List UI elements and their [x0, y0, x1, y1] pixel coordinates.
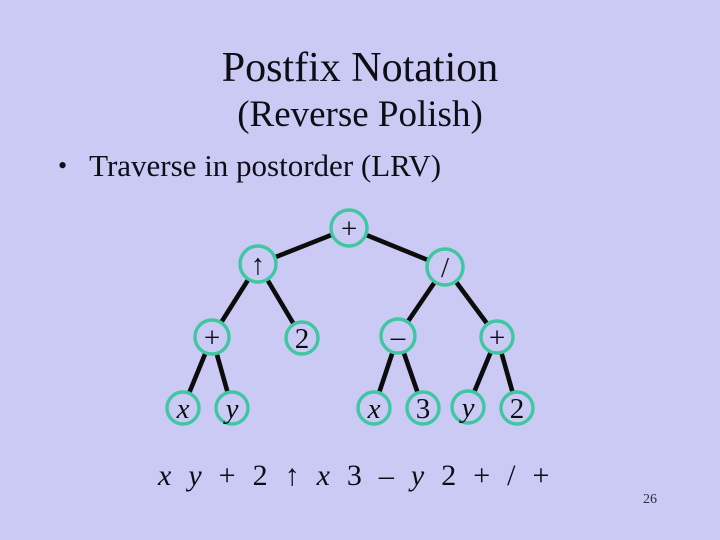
tree-node-circle-div — [425, 247, 465, 287]
tree-node-label-x2: x — [367, 393, 381, 425]
tree-node-label-twoL: 2 — [295, 323, 310, 355]
bullet-text: Traverse in postorder (LRV) — [89, 148, 442, 183]
tree-node-circle-exp — [238, 244, 278, 284]
tree-node-circle-y1 — [214, 390, 250, 426]
expression-token-11: / — [507, 459, 516, 492]
expression-token-8: y — [410, 459, 425, 492]
expression-token-3: 2 — [252, 459, 268, 492]
tree-node-label-plusR: + — [489, 322, 505, 354]
expression-token-10: + — [473, 459, 491, 492]
tree-node-label-three: 3 — [416, 393, 431, 425]
tree-node-label-y2: y — [459, 392, 475, 424]
tree-node-label-exp: ↑ — [251, 249, 266, 281]
slide-title: Postfix Notation — [221, 45, 499, 91]
tree-node-circle-twoR — [499, 390, 535, 426]
expression-token-2: + — [218, 459, 236, 492]
expression-token-4: ↑ — [284, 459, 300, 492]
tree-node-label-twoR: 2 — [510, 393, 525, 425]
expression-token-1: y — [188, 459, 202, 492]
bullet-line: • Traverse in postorder (LRV) — [58, 148, 442, 183]
expression-token-12: + — [532, 459, 550, 492]
tree-node-circle-minus — [379, 317, 417, 355]
bullet-icon: • — [58, 151, 68, 180]
tree-node-label-root: + — [341, 213, 357, 245]
expression-token-5: x — [316, 459, 330, 492]
tree-node-label-plusL: + — [204, 322, 220, 354]
tree-node-label-x1: x — [176, 393, 190, 425]
tree-node-circle-twoL — [284, 320, 320, 356]
tree-node-label-div: / — [441, 252, 450, 284]
tree-node-circle-root — [329, 208, 369, 248]
tree-node-circle-y2 — [450, 389, 486, 425]
tree-node-circle-plusR — [479, 319, 515, 355]
expression-token-7: – — [378, 459, 394, 492]
tree-node-circle-x1 — [165, 390, 201, 426]
tree-node-label-minus: – — [390, 321, 406, 353]
tree-node-label-y1: y — [223, 393, 239, 425]
expression-token-0: x — [158, 459, 172, 492]
expression-token-9: 2 — [441, 459, 457, 492]
slide-subtitle: (Reverse Polish) — [237, 94, 483, 135]
tree-node-circle-plusL — [193, 318, 231, 356]
tree-node-circle-three — [405, 390, 441, 426]
expression-token-6: 3 — [346, 459, 362, 492]
tree-node-circle-x2 — [356, 390, 392, 426]
page-number: 26 — [643, 492, 657, 507]
